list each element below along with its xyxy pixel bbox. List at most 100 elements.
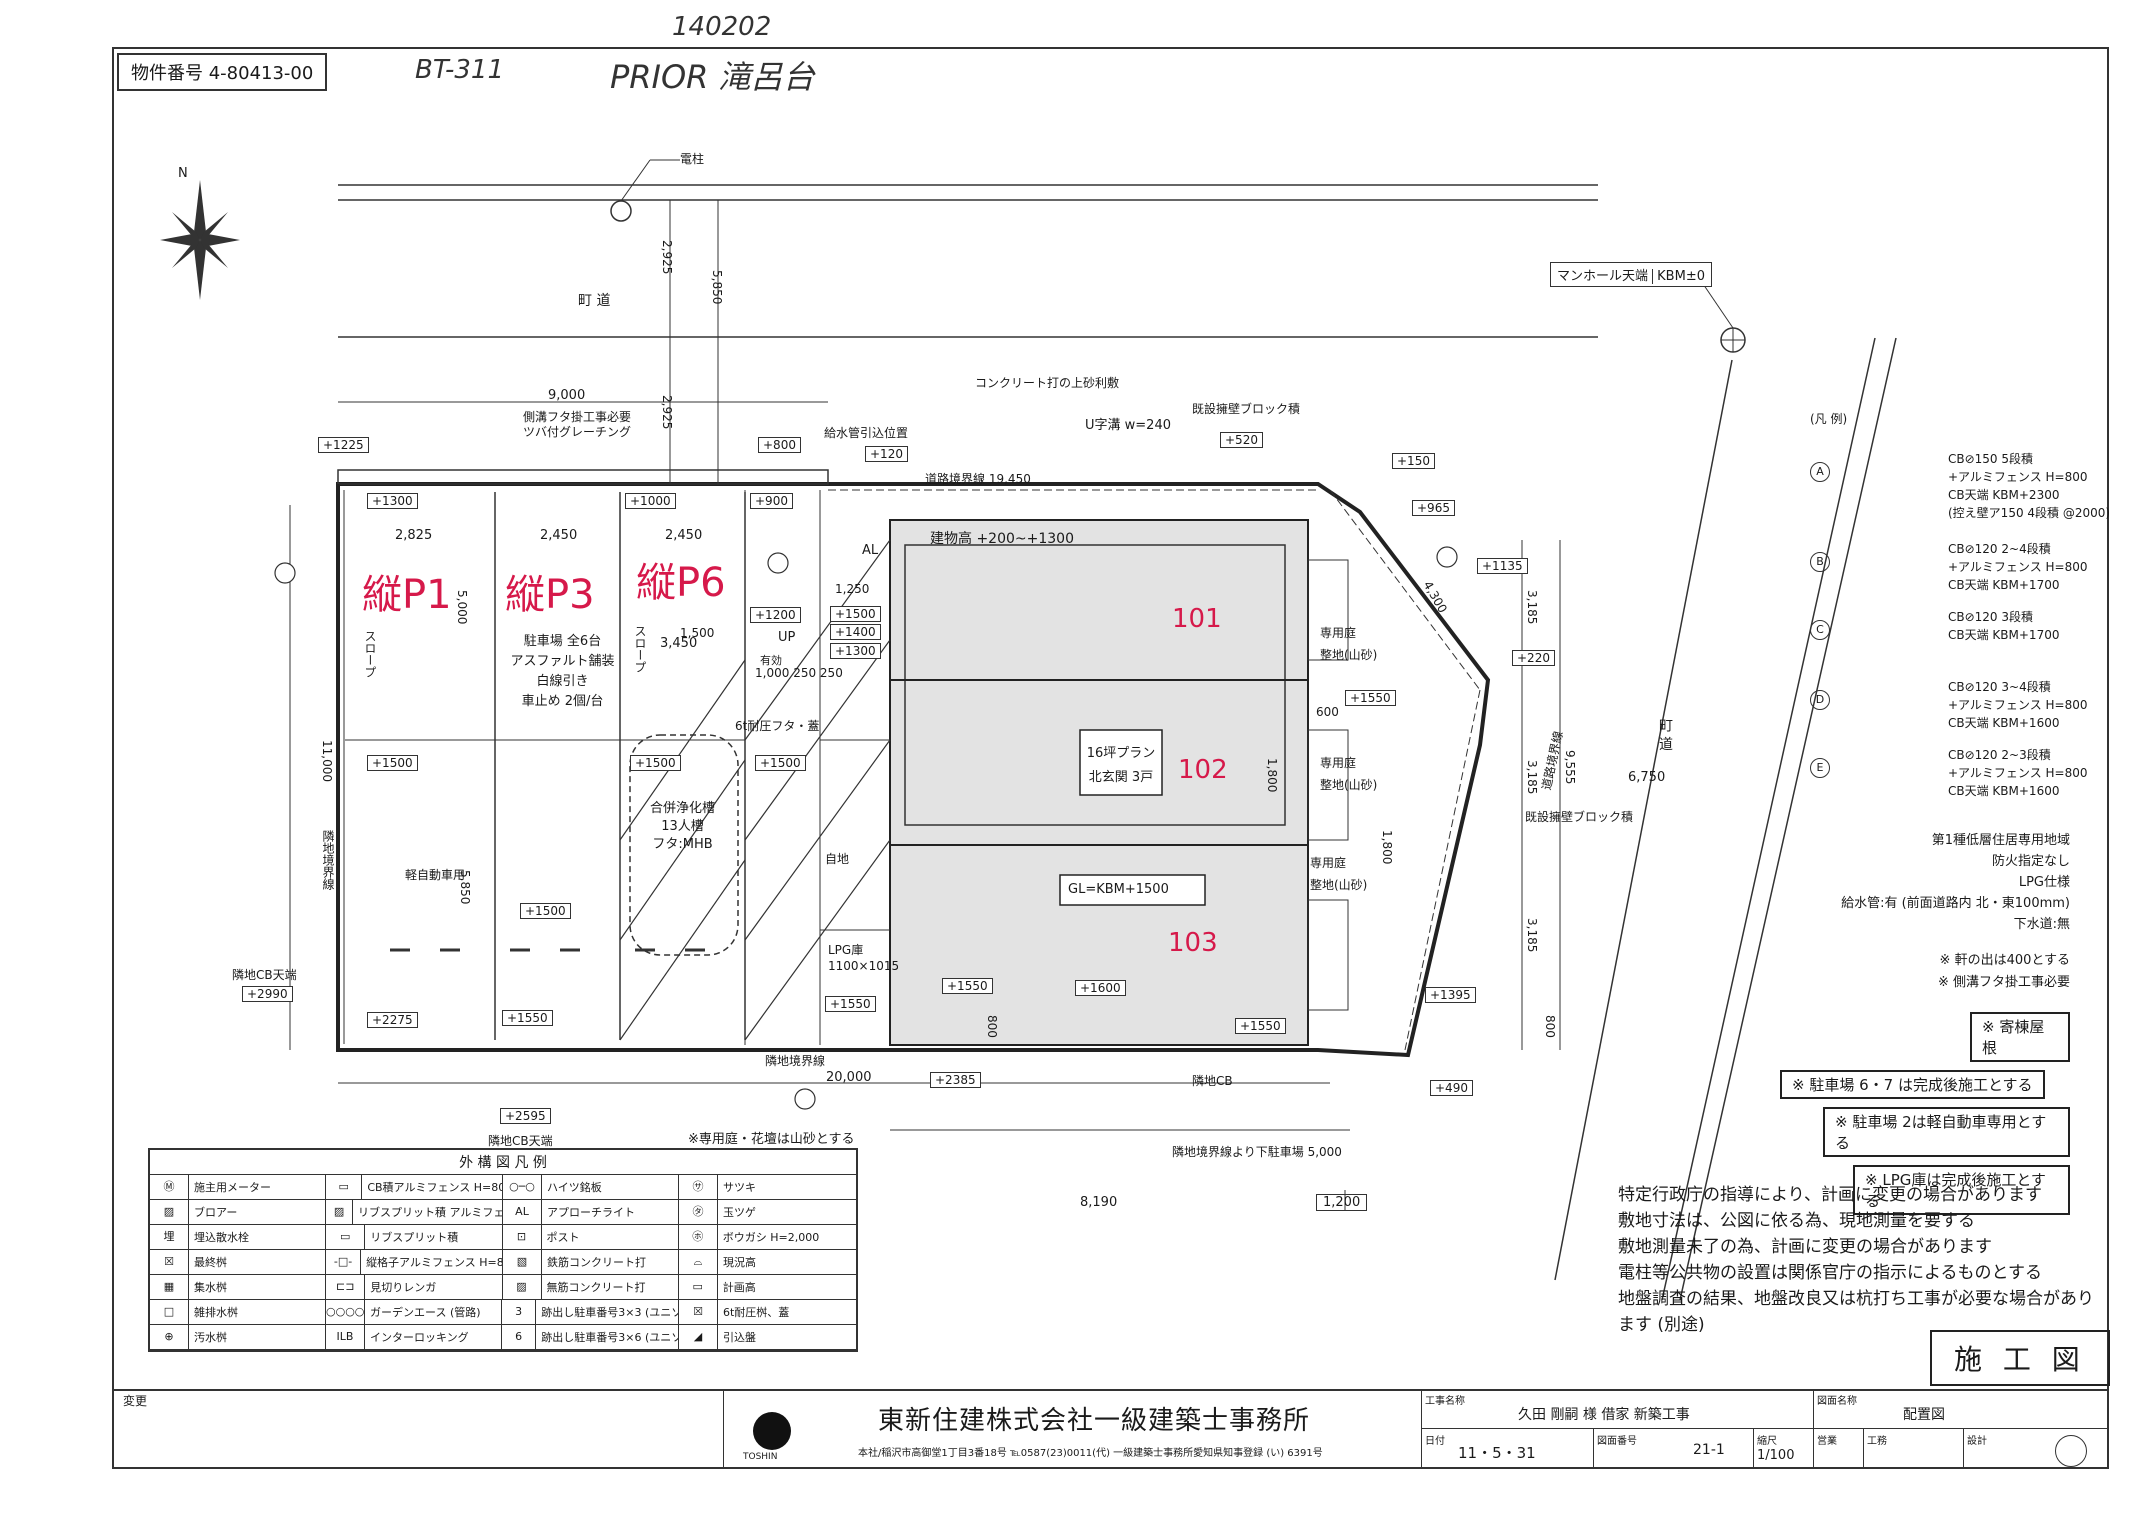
level-tag: +1550 bbox=[942, 978, 993, 994]
legend-right-line: CB⊘120 3~4段積 bbox=[1948, 680, 2051, 694]
legend-label: 汚水桝 bbox=[194, 1331, 227, 1344]
legend-symbol-icon: ▧ bbox=[503, 1250, 542, 1274]
legend-tag-icon: C bbox=[1810, 620, 1830, 640]
dim-2925-b: 2,925 bbox=[660, 395, 674, 430]
dim-600: 600 bbox=[1316, 705, 1339, 719]
note-line: 電柱等公共物の設置は関係官庁の指示によるものとする bbox=[1618, 1263, 2042, 1283]
legend-symbol-icon: ▨ bbox=[503, 1275, 542, 1299]
company-address: 本社/稲沢市高御堂1丁目3番18号 ℡0587(23)0011(代) 一級建築士… bbox=[858, 1448, 1323, 1459]
slope-label-2: スロープ bbox=[633, 625, 647, 673]
legend-symbol-icon: ㋭ bbox=[679, 1225, 718, 1249]
legend-symbol-icon: AL bbox=[503, 1200, 542, 1224]
dim-6750: 6,750 bbox=[1628, 770, 1666, 785]
level-tag: +1500 bbox=[630, 755, 681, 771]
dim-20000: 20,000 bbox=[826, 1070, 872, 1085]
parking-mark-3: 縦P3 bbox=[505, 572, 595, 618]
garden-label-3: 専用庭整地(山砂) bbox=[1310, 856, 1368, 892]
zoning-line: 防火指定なし bbox=[1991, 854, 2070, 869]
level-tag: +1500 bbox=[755, 755, 806, 771]
legend-symbol-icon: ILB bbox=[326, 1325, 365, 1349]
legend-table-title: 外 構 図 凡 例 bbox=[150, 1150, 856, 1175]
utility-pole-label: 電柱 bbox=[680, 152, 705, 166]
boxed-note: ※ 寄棟屋根 bbox=[1970, 1012, 2070, 1062]
legend-right-line: CB天端 KBM+1600 bbox=[1948, 716, 2060, 730]
handwritten-name: PRIOR 滝呂台 bbox=[610, 58, 815, 96]
legend-right-line: CB天端 KBM+1700 bbox=[1948, 628, 2060, 642]
legend-right-line: CB⊘120 2~3段積 bbox=[1948, 748, 2051, 762]
unit-102: 102 bbox=[1178, 755, 1228, 785]
title-block: 変更 TOSHIN 東新住建株式会社一級建築士事務所 本社/稲沢市高御堂1丁目3… bbox=[113, 1390, 2108, 1468]
dim-1000: 1,000 250 250 bbox=[755, 666, 843, 680]
level-tag: +2990 bbox=[242, 986, 293, 1002]
dim-800-b: 800 bbox=[1543, 1015, 1557, 1038]
garden-label-2: 専用庭整地(山砂) bbox=[1320, 756, 1378, 792]
legend-label: 6t耐圧桝、蓋 bbox=[723, 1306, 790, 1319]
legend-label: 計画高 bbox=[722, 1281, 756, 1294]
legend-symbol-icon: ⊡ bbox=[503, 1225, 542, 1249]
legend-label: リブスプリット積 bbox=[370, 1231, 459, 1244]
legend-label: アプローチライト bbox=[547, 1206, 635, 1219]
zoning-line: 給水管:有 (前面道路内 北・東100mm) bbox=[1841, 896, 2070, 911]
dim-3185-c: 3,185 bbox=[1525, 918, 1539, 953]
road-label-top: 町 道 bbox=[578, 293, 611, 309]
legend-tag-icon: D bbox=[1810, 690, 1830, 710]
lid-label: 6t耐圧フタ・蓋 bbox=[735, 719, 820, 733]
legend-label: 施主用メーター bbox=[194, 1181, 271, 1194]
level-tag: +1225 bbox=[318, 437, 369, 453]
legend-label: CB積アルミフェンス H=800 bbox=[367, 1181, 502, 1194]
al-label: AL bbox=[862, 543, 879, 558]
level-tag: +1550 bbox=[502, 1010, 553, 1026]
level-tag: +1135 bbox=[1477, 558, 1528, 574]
u-ditch-label: U字溝 w=240 bbox=[1085, 418, 1171, 433]
level-tag: +220 bbox=[1512, 650, 1555, 666]
gutter-note: 側溝フタ掛工事必要ツバ付グレーチング bbox=[523, 410, 632, 439]
water-pipe-label: 給水管引込位置 bbox=[824, 426, 909, 440]
legend-label: 無筋コンクリート打 bbox=[546, 1281, 646, 1294]
legend-label: 雑排水桝 bbox=[194, 1306, 238, 1319]
dim-5850-parking: 5,850 bbox=[458, 870, 472, 905]
remark-line: ※ 軒の出は400とする bbox=[1939, 953, 2070, 968]
dim-1250: 1,250 bbox=[835, 582, 870, 596]
legend-label: ガーデンエース (管路) bbox=[370, 1306, 481, 1319]
project-name: 久田 剛嗣 様 借家 新築工事 bbox=[1518, 1407, 1690, 1423]
drawing-name: 配置図 bbox=[1903, 1407, 1945, 1423]
legend-symbol-icon: ▭ bbox=[679, 1275, 718, 1299]
north-label: N bbox=[178, 166, 188, 181]
level-tag: +150 bbox=[1392, 453, 1435, 469]
plan-box: 16坪プラン北玄関 3戸 bbox=[1086, 746, 1156, 785]
note-line: 特定行政庁の指導により、計画に変更の場合があります bbox=[1618, 1185, 2042, 1205]
legend-right-line: (控え壁ア150 4段積 @2000) bbox=[1948, 506, 2111, 520]
neighbor-cb-top-2: 隣地CB天端 bbox=[488, 1134, 553, 1148]
legend-label: 埋込散水栓 bbox=[194, 1231, 249, 1244]
manhole-label: マンホール天端 KBM±0 bbox=[1550, 262, 1712, 287]
legend-symbol-icon: ▭ bbox=[326, 1175, 363, 1199]
dim-5000: 5,000 bbox=[455, 590, 469, 625]
neighbor-cb: 隣地CB bbox=[1192, 1074, 1233, 1088]
effective-label: 有効 bbox=[760, 654, 782, 667]
change-label: 変更 bbox=[123, 1394, 148, 1408]
legend-label: リブスプリット積 アルミフェンス H=600 bbox=[358, 1206, 502, 1219]
light-car-label: 軽自動車用 bbox=[405, 868, 466, 882]
level-tag: +520 bbox=[1220, 432, 1263, 448]
zoning-line: LPG仕様 bbox=[2018, 875, 2070, 890]
legend-label: 見切りレンガ bbox=[370, 1281, 437, 1294]
legend-label: ボウガシ H=2,000 bbox=[722, 1231, 820, 1244]
legend-symbol-icon: ⊏⊐ bbox=[326, 1275, 366, 1299]
north-arrow-icon bbox=[160, 180, 240, 300]
legend-tag-icon: B bbox=[1810, 552, 1830, 572]
handwritten-code: BT-311 bbox=[415, 55, 505, 85]
slope-label: スロープ bbox=[363, 630, 377, 678]
legend-label: 引込盤 bbox=[723, 1331, 756, 1344]
parking-mark-1: 縦P1 bbox=[362, 572, 452, 618]
boxed-note: ※ 駐車場 6・7 は完成後施工とする bbox=[1780, 1070, 2045, 1099]
legend-symbol-icon: ㋟ bbox=[679, 1200, 718, 1224]
legend-row: ☒最終桝-□-縦格子アルミフェンス H=800▧鉄筋コンクリート打⌓現況高 bbox=[150, 1250, 856, 1275]
side-yard-label: 自地 bbox=[825, 852, 850, 866]
legend-label: 縦格子アルミフェンス H=800 bbox=[366, 1256, 502, 1269]
garden-label-1: 専用庭整地(山砂) bbox=[1320, 626, 1378, 662]
